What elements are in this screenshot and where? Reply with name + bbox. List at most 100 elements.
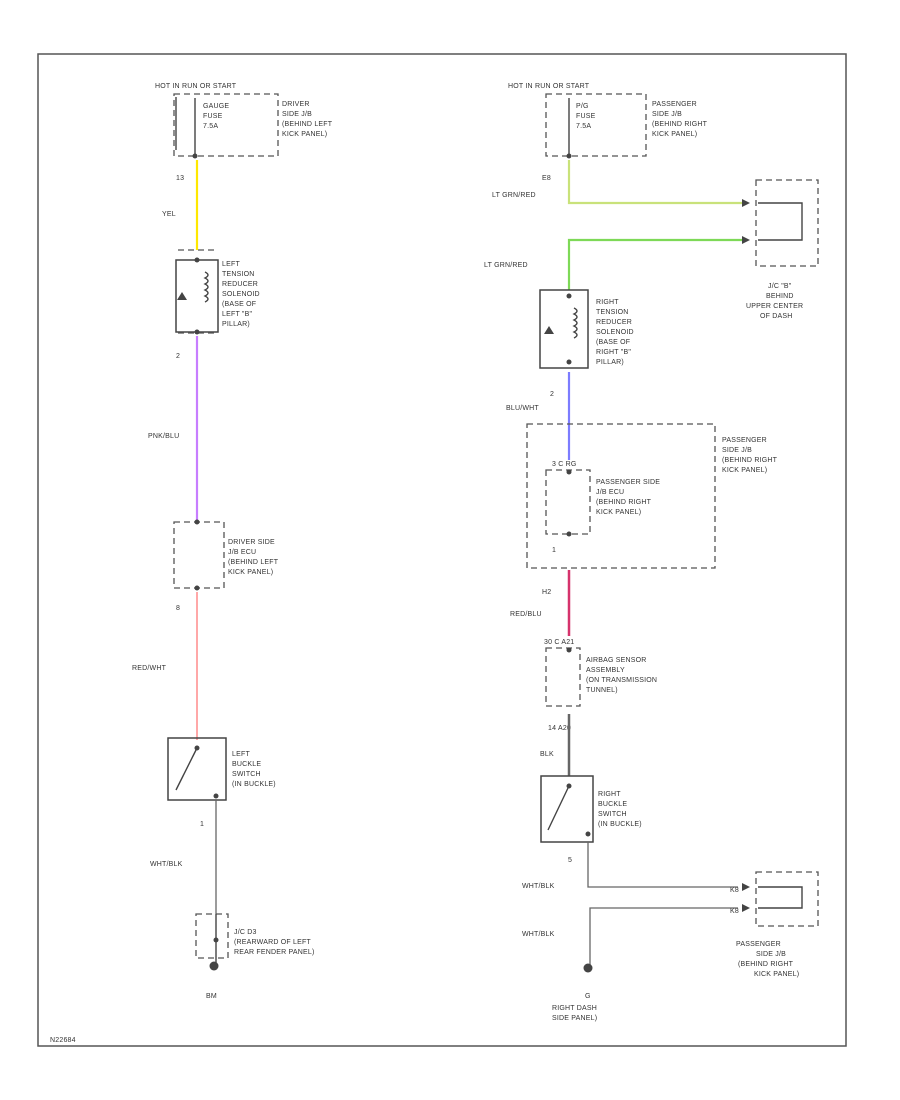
right-wire-wht-blk-2 [589, 907, 738, 966]
right-wire-ltgrn-2-arrow [742, 236, 750, 244]
right-wire-red-blu-label: RED/BLU [510, 611, 542, 618]
right-solenoid-coil [572, 307, 578, 339]
right-jb-outer-box [526, 423, 716, 569]
left-ecu-label-2: J/B ECU [228, 549, 256, 556]
right-pin-k-top: K8 [730, 887, 739, 894]
right-jb-inner-label-4: KICK PANEL) [596, 509, 641, 516]
right-fuse-location-4: KICK PANEL) [652, 131, 697, 138]
left-solenoid-label-1: LEFT [222, 261, 240, 268]
left-pin-fuse: 13 [176, 175, 184, 182]
right-pin-k-bottom: K8 [730, 908, 739, 915]
right-jc-top-label-1: J/C "B" [768, 283, 792, 290]
right-fuse-terminal [566, 153, 572, 159]
right-wire-ltgrn-2 [567, 238, 742, 290]
left-fuse-label-1: GAUGE [203, 103, 229, 110]
right-jc-top-label-3: UPPER CENTER [746, 303, 803, 310]
left-solenoid-diode [177, 292, 187, 300]
right-pin-solenoid-bottom: 2 [550, 391, 554, 398]
right-airbag-pins-bottom: 14 A20 [548, 725, 571, 732]
left-wire-wht-blk-label: WHT/BLK [150, 861, 183, 868]
right-buckle-label-2: BUCKLE [598, 801, 627, 808]
left-pin-ecu-bottom: 8 [176, 605, 180, 612]
right-jb-outer-label-4: KICK PANEL) [722, 467, 767, 474]
right-buckle-label-3: SWITCH [598, 811, 627, 818]
right-solenoid-label-2: TENSION [596, 309, 629, 316]
right-wire-wht-blk-2-arrow [742, 904, 750, 912]
right-wire-wht-blk-1 [587, 842, 738, 888]
right-solenoid-diode [544, 326, 554, 334]
left-jc-terminal [213, 937, 219, 943]
left-solenoid-label-4: SOLENOID [222, 291, 260, 298]
right-airbag-label-3: (ON TRANSMISSION [586, 677, 657, 684]
right-wire-ltgrn-1-arrow [742, 199, 750, 207]
right-jb-inner-terminal-bottom [566, 531, 572, 537]
right-wire-wht-blk-2-label: WHT/BLK [522, 931, 555, 938]
right-airbag-box [545, 647, 581, 707]
right-airbag-label-1: AIRBAG SENSOR [586, 657, 647, 664]
right-solenoid-box [539, 289, 589, 369]
right-buckle-label-1: RIGHT [598, 791, 621, 798]
left-pin-buckle-bottom: 1 [200, 821, 204, 828]
right-wire-ltgrn-1-label: LT GRN/RED [492, 192, 536, 199]
right-pin-buckle-bottom: 5 [568, 857, 572, 864]
left-buckle-label-3: SWITCH [232, 771, 261, 778]
left-solenoid-label-3: REDUCER [222, 281, 258, 288]
left-wire-red-wht-label: RED/WHT [132, 665, 167, 672]
left-jc-label-1: J/C D3 [234, 929, 257, 936]
right-jb-inner-label-3: (BEHIND RIGHT [596, 499, 652, 506]
left-solenoid-terminal-bottom [194, 329, 200, 335]
right-solenoid-label-6: RIGHT "B" [596, 349, 631, 356]
right-airbag-label-4: TUNNEL) [586, 687, 618, 694]
left-fuse-location-2: SIDE J/B [282, 111, 312, 118]
left-buckle-box [167, 737, 227, 801]
left-fuse-location-4: KICK PANEL) [282, 131, 327, 138]
right-fuse-location-2: SIDE J/B [652, 111, 682, 118]
left-ecu-terminal-top [194, 519, 200, 525]
left-ecu-label-3: (BEHIND LEFT [228, 559, 279, 566]
right-wire-ltgrn-2-label: LT GRN/RED [484, 262, 528, 269]
left-solenoid-coil [203, 271, 209, 303]
left-solenoid-terminal-top [194, 257, 200, 263]
left-wire-pnk-blu-label: PNK/BLU [148, 433, 179, 440]
right-buckle-contact-top [566, 783, 572, 789]
right-jb-pins-top: 3 C RG [552, 461, 577, 468]
right-ground-pin: G [585, 993, 591, 1000]
left-ecu-box [173, 521, 225, 589]
right-solenoid-label-3: REDUCER [596, 319, 632, 326]
right-power-source: HOT IN RUN OR START [508, 83, 590, 90]
left-ground-label: BM [206, 993, 217, 1000]
left-ecu-label-4: KICK PANEL) [228, 569, 273, 576]
diagram-frame [37, 53, 847, 1047]
right-jb-bottom-box [755, 871, 819, 927]
right-jb-bottom-link [758, 886, 803, 909]
right-jb-outer-label-1: PASSENGER [722, 437, 767, 444]
left-fuse-label-2: FUSE [203, 113, 223, 120]
right-fuse-label-3: 7.5A [576, 123, 591, 130]
left-buckle-label-4: (IN BUCKLE) [232, 781, 276, 788]
right-fuse-location-3: (BEHIND RIGHT [652, 121, 708, 128]
right-jb-inner-terminal-top [566, 469, 572, 475]
right-fuse-location-1: PASSENGER [652, 101, 697, 108]
left-buckle-label-2: BUCKLE [232, 761, 261, 768]
right-solenoid-terminal-top [566, 293, 572, 299]
right-buckle-switch-blade [547, 787, 569, 831]
right-jb-pin-bottom: 1 [552, 547, 556, 554]
right-airbag-pins: 30 C A21 [544, 639, 574, 646]
right-fuse-label-1: P/G [576, 103, 589, 110]
left-ecu-terminal-bottom [194, 585, 200, 591]
left-solenoid-label-5: (BASE OF [222, 301, 256, 308]
left-buckle-label-1: LEFT [232, 751, 250, 758]
right-jb-inner-label-2: J/B ECU [596, 489, 624, 496]
left-buckle-contact-top [194, 745, 200, 751]
right-jb-bottom-label-4: KICK PANEL) [754, 971, 799, 978]
right-ground-symbol [583, 963, 593, 973]
left-jc-box [195, 913, 229, 959]
left-wire-yel-label: YEL [162, 211, 176, 218]
left-pin-solenoid-bottom: 2 [176, 353, 180, 360]
right-jb-bottom-label-2: SIDE J/B [756, 951, 786, 958]
right-pin-fuse: E8 [542, 175, 551, 182]
right-wire-wht-blk-1-label: WHT/BLK [522, 883, 555, 890]
left-ground-symbol [209, 961, 219, 971]
right-wire-blu-wht-label: BLU/WHT [506, 405, 539, 412]
right-solenoid-label-5: (BASE OF [596, 339, 630, 346]
